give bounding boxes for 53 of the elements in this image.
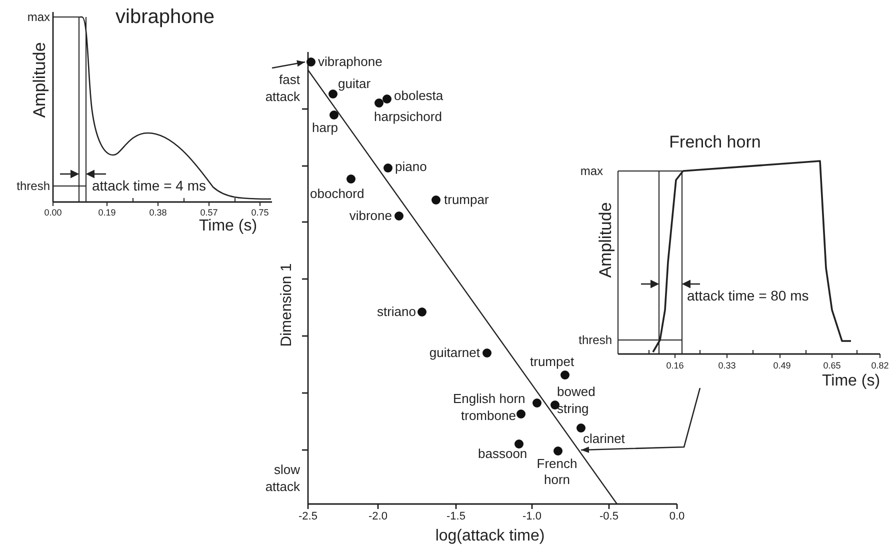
point-label: striano — [376, 304, 416, 320]
point-label: vibrone — [349, 208, 392, 224]
axis-label: max — [580, 164, 603, 178]
point-label: English horn — [453, 391, 526, 407]
tick-label: 0.75 — [251, 208, 269, 218]
tick-label: 0.33 — [718, 360, 736, 372]
point-label: obochord — [310, 186, 364, 202]
tick-label: 0.49 — [773, 360, 791, 372]
axis-label: thresh — [16, 178, 50, 194]
axis-label: thresh — [578, 332, 612, 348]
tick-label: 0.38 — [149, 208, 167, 218]
axis-title: Time (s) — [822, 371, 880, 391]
point-label: clarinet — [583, 431, 625, 447]
point-label: harp — [312, 120, 338, 136]
axis-label: max — [27, 10, 50, 24]
axis-label: fast attack — [264, 72, 300, 106]
tick-label: -2.0 — [368, 510, 388, 524]
annotation: attack time = 80 ms — [687, 288, 809, 304]
point-label: bowed string — [557, 384, 596, 418]
point-label: harpsichord — [374, 109, 442, 125]
axis-title: Time (s) — [198, 216, 258, 236]
point-label: guitar — [338, 76, 371, 92]
arrow — [580, 388, 701, 453]
point-label: trombone — [461, 408, 516, 424]
tick-label: 0.65 — [823, 360, 841, 372]
chart-title: vibraphone — [116, 7, 214, 27]
annotation: attack time = 4 ms — [92, 178, 206, 194]
point-label: trumpet — [530, 354, 574, 370]
axis-title: Amplitude — [30, 42, 50, 118]
data-point-group — [305, 55, 382, 70]
tick-label: 0.16 — [666, 360, 684, 372]
point-label: piano — [395, 159, 427, 175]
axis-title: Dimension 1 — [278, 263, 296, 347]
axis-title: log(attack time) — [435, 526, 545, 546]
arrow — [272, 60, 306, 69]
tick-label: 0.0 — [669, 510, 685, 524]
tick-label: -1.0 — [522, 510, 542, 524]
axis-label: slow attack — [264, 462, 300, 496]
point-label: vibraphone — [318, 54, 382, 70]
point-label: guitarnet — [429, 345, 480, 361]
tick-label: -2.5 — [298, 510, 318, 524]
tick-label: -0.5 — [600, 510, 618, 524]
point-label: bassoon — [478, 446, 528, 462]
tick-label: -1.5 — [446, 510, 466, 524]
axis-title: Amplitude — [596, 202, 616, 278]
point-label: French horn — [536, 456, 578, 488]
tick-label: 0.82 — [871, 360, 889, 372]
point-label: obolesta — [394, 88, 444, 104]
chart-title: French horn — [669, 134, 761, 150]
tick-label: 0.19 — [98, 208, 116, 218]
tick-label: 0.00 — [44, 208, 62, 218]
point-label: trumpar — [444, 192, 489, 208]
tick-label: 0.57 — [200, 208, 218, 218]
